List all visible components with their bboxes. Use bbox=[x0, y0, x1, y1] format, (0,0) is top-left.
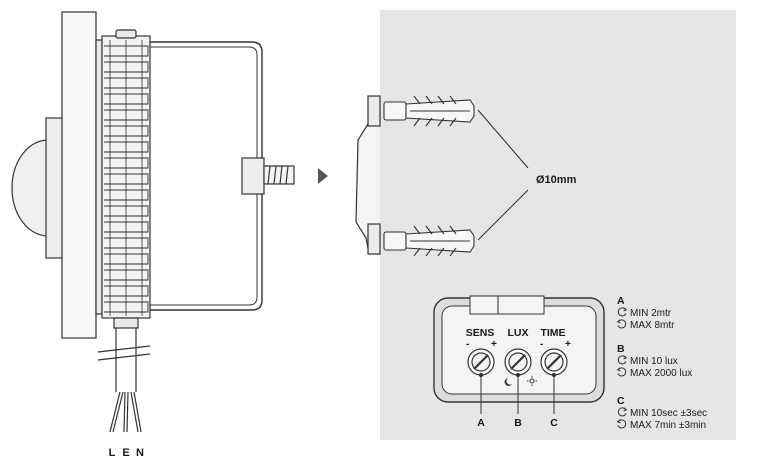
lens-ring bbox=[45, 117, 65, 259]
spec-min: MIN 10sec ±3sec bbox=[630, 408, 707, 419]
knob-label-lux: LUX bbox=[508, 327, 529, 339]
sensor-side-view bbox=[11, 11, 295, 433]
mounting-bracket-inner bbox=[150, 46, 258, 306]
wire-label-l: L bbox=[109, 447, 116, 459]
heat-sink-fins bbox=[104, 40, 149, 316]
wires bbox=[109, 391, 142, 433]
wire-labels: L E N bbox=[109, 447, 144, 459]
knob-letter-b: B bbox=[514, 417, 522, 429]
sun-icon bbox=[527, 376, 537, 386]
drill-diameter: Ø10mm bbox=[536, 174, 577, 186]
cable bbox=[115, 328, 137, 392]
wall-plug-top bbox=[383, 95, 475, 127]
spec-letter: A bbox=[617, 295, 625, 307]
leader-line-top bbox=[477, 109, 529, 169]
spec-min: MIN 2mtr bbox=[630, 308, 672, 319]
knob-sens[interactable] bbox=[467, 348, 495, 376]
knob-lux[interactable] bbox=[504, 348, 532, 376]
knob-letter-c: C bbox=[550, 417, 558, 429]
spec-letter: C bbox=[617, 395, 625, 407]
front-plate bbox=[61, 11, 97, 339]
spec-max: MAX 7min ±3min bbox=[630, 420, 706, 431]
front-plate-rim bbox=[95, 39, 103, 315]
moon-icon bbox=[504, 378, 512, 386]
bracket-bolt bbox=[263, 165, 295, 185]
cable-cut-mark bbox=[97, 345, 151, 353]
cable-cut-mark bbox=[97, 353, 151, 361]
sens-minus: - bbox=[466, 339, 469, 350]
back-plate-profile bbox=[355, 95, 381, 255]
time-minus: - bbox=[540, 339, 543, 350]
spec-max: MAX 8mtr bbox=[630, 320, 675, 331]
cable-gland bbox=[113, 317, 139, 329]
spec-max: MAX 2000 lux bbox=[630, 368, 692, 379]
knob-letter-a: A bbox=[477, 417, 485, 429]
lens-dome bbox=[11, 139, 49, 237]
spec-min: MIN 10 lux bbox=[630, 356, 678, 367]
knob-label-time: TIME bbox=[540, 327, 565, 339]
time-plus: + bbox=[565, 339, 571, 350]
top-stud bbox=[115, 29, 137, 39]
control-box-tab bbox=[469, 295, 545, 315]
bracket-nut bbox=[241, 157, 265, 195]
knob-label-sens: SENS bbox=[466, 327, 495, 339]
wire-label-e: E bbox=[122, 447, 129, 459]
sens-plus: + bbox=[491, 339, 497, 350]
leader-line-bottom bbox=[477, 189, 529, 241]
wire-label-n: N bbox=[136, 447, 144, 459]
knob-time[interactable] bbox=[540, 348, 568, 376]
spec-letter: B bbox=[617, 343, 625, 355]
arrow-right-icon bbox=[318, 168, 328, 184]
wall-plug-bottom bbox=[383, 225, 475, 257]
